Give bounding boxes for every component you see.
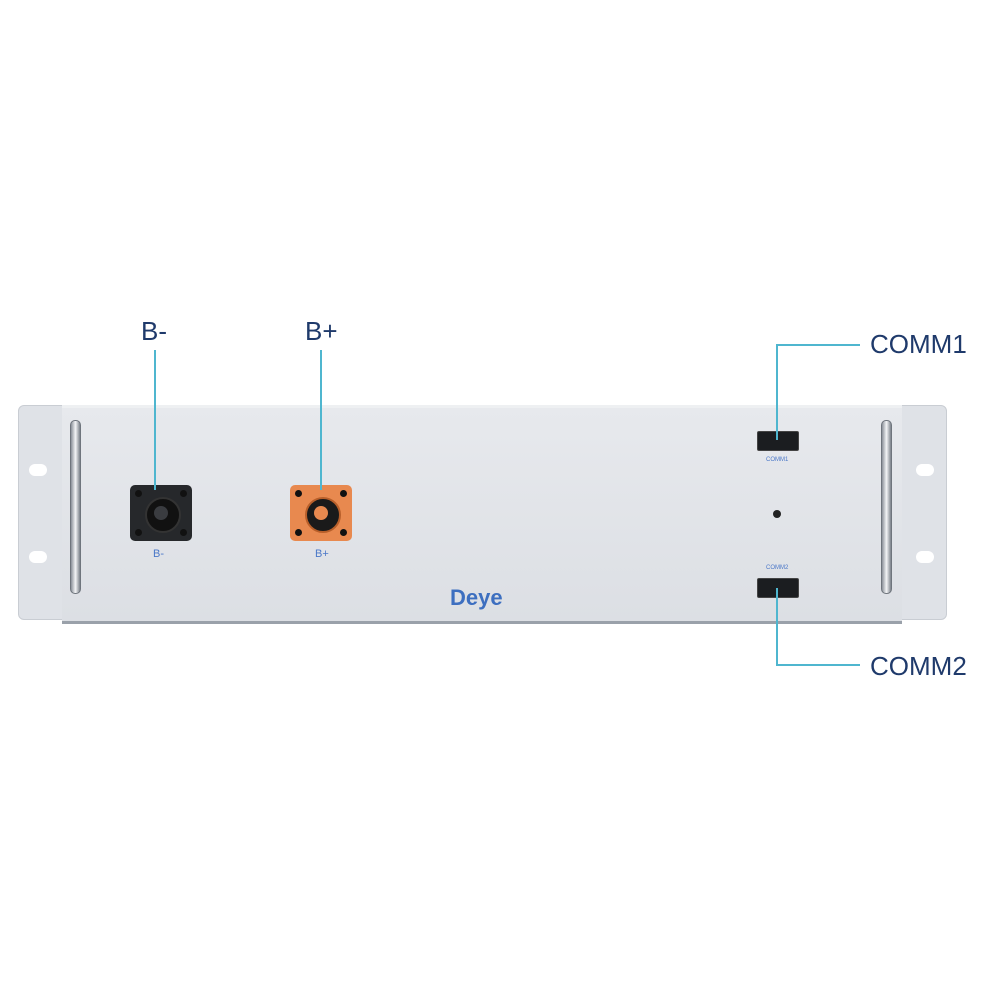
b-minus-leader-line (154, 350, 156, 490)
b-minus-panel-label: B- (153, 548, 164, 560)
b-plus-terminal (290, 485, 352, 541)
mounting-hole (29, 551, 47, 563)
comm2-leader-line-h (776, 664, 860, 666)
comm2-leader-line (776, 588, 778, 665)
mounting-hole (916, 551, 934, 563)
comm2-port (757, 578, 799, 598)
deye-logo: Deye (450, 585, 503, 610)
mounting-hole (916, 464, 934, 476)
comm1-callout: COMM1 (870, 329, 967, 359)
left-handle (70, 420, 81, 594)
comm1-leader-line (776, 344, 778, 440)
reset-button (773, 510, 781, 518)
right-handle (881, 420, 892, 594)
b-plus-panel-label: B+ (315, 548, 329, 560)
b-minus-terminal (130, 485, 192, 541)
comm1-leader-line-h (776, 344, 860, 346)
comm1-port (757, 431, 799, 451)
comm2-callout: COMM2 (870, 651, 967, 681)
b-minus-callout: B- (141, 316, 167, 346)
b-plus-callout: B+ (305, 316, 338, 346)
comm2-panel-label: COMM2 (766, 565, 789, 571)
b-plus-leader-line (320, 350, 322, 490)
mounting-hole (29, 464, 47, 476)
comm1-panel-label: COMM1 (766, 457, 789, 463)
